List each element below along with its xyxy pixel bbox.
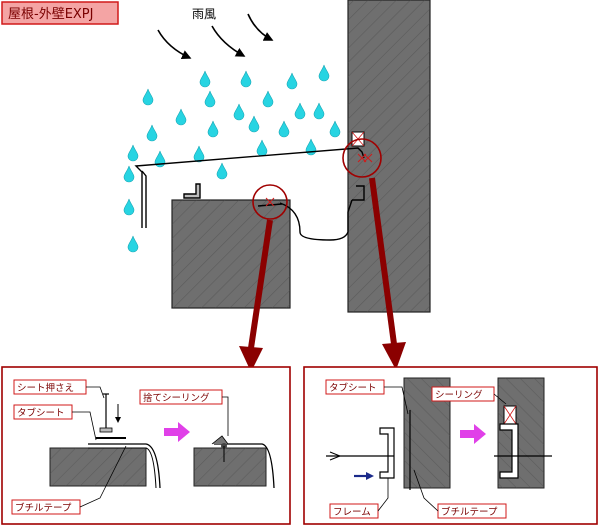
transition-arrow-icon: [460, 424, 486, 444]
svg-text:捨てシーリング: 捨てシーリング: [143, 392, 210, 404]
label-butyl-tape-left: ブチルテープ: [11, 445, 127, 515]
transition-arrow-icon: [164, 422, 190, 442]
svg-text:シート押さえ: シート押さえ: [17, 382, 74, 394]
raindrop-icon: [286, 72, 298, 90]
raindrop-icon: [199, 70, 211, 88]
svg-text:タブシート: タブシート: [329, 382, 377, 394]
label-sealing: シーリング: [431, 386, 507, 405]
svg-text:ブチルテープ: ブチルテープ: [15, 502, 72, 514]
leader-arrow-right: [369, 177, 406, 370]
raindrop-icon: [204, 90, 216, 108]
raindrop-icon: [175, 108, 187, 126]
callout-circle-right: [342, 138, 382, 178]
label-frame: フレーム: [329, 478, 389, 519]
raindrop-icon: [233, 103, 245, 121]
label-sheet-press: シート押さえ: [13, 379, 105, 399]
raindrop-icon: [123, 165, 135, 183]
raindrop-icon: [123, 198, 135, 216]
title-badge: 屋根-外壁EXPJ: [1, 1, 119, 25]
label-tab-sheet-left: タブシート: [13, 404, 97, 441]
raindrop-icon: [262, 90, 274, 108]
detail-panel-left: シート押さえ タブシート 捨てシーリング ブチルテープ: [1, 366, 291, 525]
raindrop-icon: [318, 64, 330, 82]
exterior-wall: [347, 0, 431, 313]
wind-arrow-icon: [247, 13, 274, 41]
raindrop-icon: [127, 144, 139, 162]
wind-arrow-icon: [211, 25, 246, 57]
raindrop-icon: [278, 120, 290, 138]
weather-label: 雨風: [192, 7, 216, 21]
raindrop-icon: [329, 120, 341, 138]
raindrop-icon: [207, 120, 219, 138]
raindrop-icon: [294, 102, 306, 120]
roof-block: [171, 199, 291, 309]
push-arrow-icon: [366, 472, 374, 480]
svg-text:ブチルテープ: ブチルテープ: [441, 506, 498, 518]
raindrop-icon: [146, 124, 158, 142]
raindrop-icon: [240, 70, 252, 88]
label-discard-sealing: 捨てシーリング: [139, 389, 229, 436]
leader-arrow-left: [239, 219, 273, 372]
raindrop-icon: [142, 88, 154, 106]
wind-arrow-icon: [157, 29, 192, 60]
label-butyl-tape-right: ブチルテープ: [413, 469, 507, 519]
raindrop-icon: [216, 162, 228, 180]
wind-arrows: [157, 13, 274, 60]
label-tab-sheet-right: タブシート: [325, 379, 409, 415]
raindrop-icon: [313, 102, 325, 120]
svg-text:タブシート: タブシート: [17, 407, 65, 419]
svg-text:フレーム: フレーム: [333, 507, 371, 518]
callout-circle-left: [252, 184, 288, 220]
raindrop-icon: [248, 115, 260, 133]
detail-panel-right: タブシート シーリング フレーム ブチルテープ: [303, 366, 598, 525]
raindrop-icon: [127, 235, 139, 253]
svg-text:シーリング: シーリング: [435, 389, 483, 401]
raindrop-icon: [256, 139, 268, 157]
callout-marks: [265, 153, 373, 207]
title-text: 屋根-外壁EXPJ: [8, 7, 93, 22]
raindrop-icon: [193, 145, 205, 163]
raindrop-icon: [154, 150, 166, 168]
